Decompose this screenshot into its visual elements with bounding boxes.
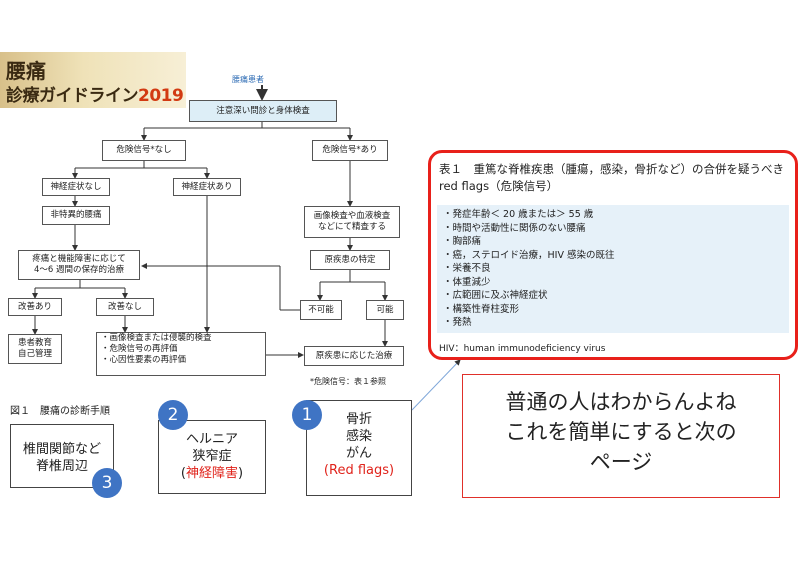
logo-subtitle-text: 診療ガイドライン — [6, 86, 139, 106]
flow-nonspecific-box: 非特異的腰痛 — [42, 206, 110, 225]
flow-footnote: *危険信号：表１参照 — [310, 377, 386, 386]
flow-neuro-box: 神経症状あり — [173, 178, 241, 196]
guideline-logo: 腰痛 診療ガイドライン2019 — [0, 52, 186, 108]
table-title: 表１ 重篤な脊椎疾患（腫瘍，感染，骨折など）の合併を疑うべき red flags… — [439, 162, 784, 193]
flow-conservative-box: 疼痛と機能障害に応じて 4〜6 週間の保存的治療 — [18, 250, 140, 280]
figure-caption: 図１ 腰痛の診断手順 — [10, 406, 110, 417]
number-badge-3: 3 — [92, 468, 122, 498]
list-item: ・癌，ステロイド治療，HIV 感染の既往 — [443, 249, 615, 261]
number-badge-2: 2 — [158, 400, 188, 430]
flow-reeval-line1: ・画像検査または侵襲的検査 — [101, 333, 212, 343]
red-flags-table-panel: 表１ 重篤な脊椎疾患（腫瘍，感染，骨折など）の合併を疑うべき red flags… — [428, 150, 798, 360]
flow-imaging-line2: などにて精査する — [317, 222, 386, 232]
flow-conservative-line2: 4〜6 週間の保存的治療 — [33, 265, 125, 275]
flow-education-line2: 自己管理 — [17, 349, 52, 359]
flow-identify-box: 原疾患の特定 — [310, 250, 390, 270]
list-item: ・体重減少 — [443, 276, 491, 288]
list-item: ・構築性脊柱変形 — [443, 303, 520, 315]
card3-line1: 椎間関節など — [22, 442, 101, 457]
flow-education-line1: 患者教育 — [17, 338, 52, 348]
number-badge-1: 1 — [292, 400, 322, 430]
list-item: ・胸部痛 — [443, 236, 482, 247]
flow-imaging-box: 画像検査や血液検査 などにて精査する — [304, 206, 400, 238]
flow-impossible-box: 不可能 — [300, 300, 342, 320]
comment-line1: 普通の人はわからんよね — [505, 390, 737, 414]
flow-reeval-line2: ・危険信号の再評価 — [101, 344, 178, 354]
red-flags-list: ・発症年齢＜ 20 歳または＞ 55 歳 ・時間や活動性に関係のない腰痛 ・胸部… — [437, 205, 789, 333]
flow-reeval-line3: ・心因性要素の再評価 — [101, 355, 187, 365]
flow-red-flag-box: 危険信号*あり — [312, 140, 388, 161]
card2-red-line: (神経障害) — [159, 465, 265, 482]
comment-line2: これを簡単にすると次の — [505, 420, 737, 444]
list-item: ・時間や活動性に関係のない腰痛 — [443, 222, 586, 234]
card1-red-flags: (Red flags) — [323, 463, 395, 478]
logo-year: 2019 — [138, 86, 184, 106]
flow-possible-box: 可能 — [366, 300, 404, 320]
card1-line1: 骨折 — [345, 412, 372, 427]
logo-subtitle: 診療ガイドライン2019 — [6, 81, 184, 106]
flow-imaging-line1: 画像検査や血液検査 — [313, 211, 391, 221]
list-item: ・発症年齢＜ 20 歳または＞ 55 歳 — [443, 209, 594, 220]
list-item: ・栄養不良 — [443, 263, 491, 274]
card2-red-text: 神経障害 — [185, 466, 238, 481]
category-card-2: ヘルニア 狭窄症 (神経障害) — [158, 420, 266, 494]
flow-not-improved-box: 改善なし — [96, 298, 154, 316]
card2-red-prefix: ( — [180, 466, 186, 481]
table-note: HIV：human immunodeficiency virus — [439, 344, 606, 354]
flow-treatment-box: 原疾患に応じた治療 — [304, 346, 404, 366]
flow-start-label: 腰痛患者 — [232, 75, 264, 84]
flow-improved-box: 改善あり — [8, 298, 62, 316]
flow-conservative-line1: 疼痛と機能障害に応じて — [32, 254, 126, 264]
flow-exam-box: 注意深い問診と身体検査 — [189, 100, 337, 122]
comment-box: 普通の人はわからんよね これを簡単にすると次の ページ — [462, 374, 780, 498]
list-item: ・広範囲に及ぶ神経症状 — [443, 290, 548, 301]
logo-title: 腰痛 — [6, 59, 46, 83]
flow-education-box: 患者教育 自己管理 — [8, 334, 62, 364]
flow-no-red-flag-box: 危険信号*なし — [102, 140, 186, 161]
flow-reevaluation-box: ・画像検査または侵襲的検査 ・危険信号の再評価 ・心因性要素の再評価 — [96, 332, 266, 376]
flow-no-neuro-box: 神経症状なし — [42, 178, 110, 196]
comment-line3: ページ — [589, 450, 653, 474]
card2-line2: 狭窄症 — [192, 449, 232, 464]
card3-line2: 脊椎周辺 — [35, 459, 88, 474]
category-card-1: 骨折 感染 がん (Red flags) — [306, 400, 412, 496]
card2-red-suffix: ) — [238, 466, 244, 481]
card2-line1: ヘルニア — [185, 432, 238, 447]
card1-line3: がん — [345, 446, 372, 461]
list-item: ・発熱 — [443, 317, 472, 328]
card1-line2: 感染 — [345, 429, 372, 444]
